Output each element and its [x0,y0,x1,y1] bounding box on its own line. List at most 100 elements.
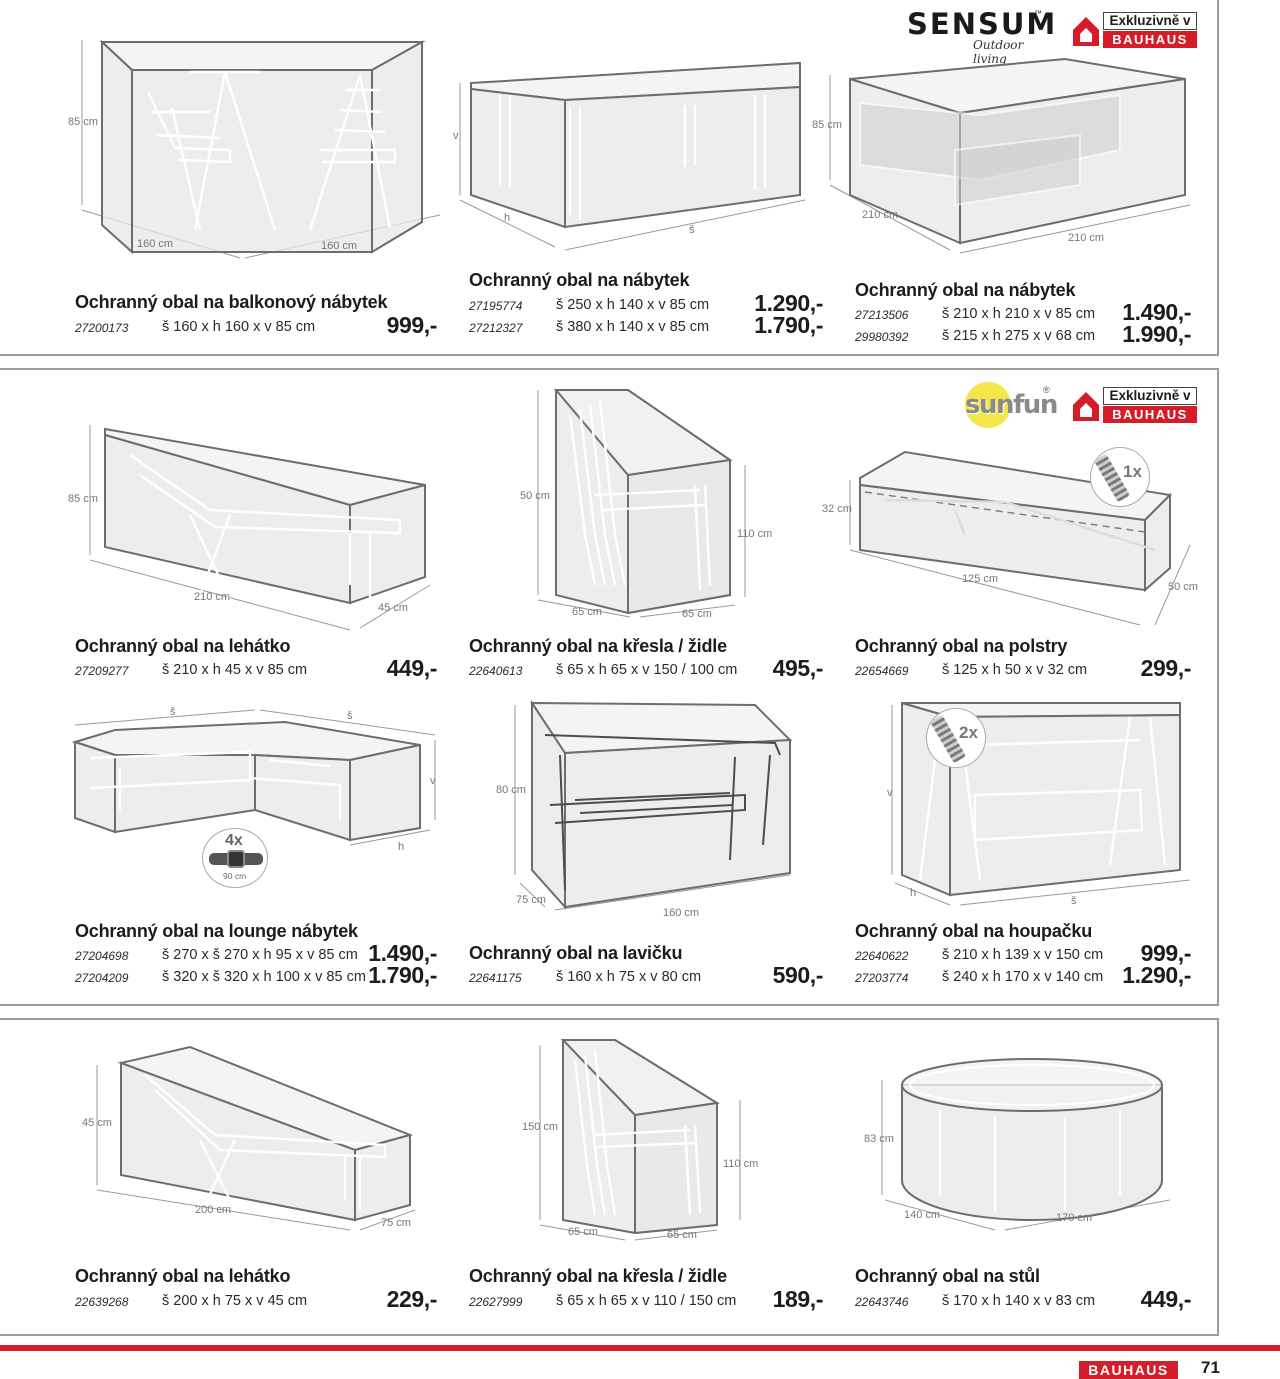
product-price: 590,- [772,962,824,988]
product-variant: 22640622 š 210 x h 139 x v 150 cm 999,- [855,940,1191,968]
dimension-label: 50 cm [1168,581,1198,593]
product-price: 1.490,- [1122,299,1191,325]
sensum-trademark: ™ [1034,9,1042,18]
dimension-label: 85 cm [68,116,98,128]
product-size: š 210 x h 45 x v 85 cm [162,662,308,678]
product-size: š 125 x h 50 x v 32 cm [942,662,1088,678]
lounger-cover-illustration [96,1045,416,1231]
bench-cover-illustration [514,699,793,911]
product-code: 27204698 [75,949,129,963]
product-size: š 65 x h 65 x v 150 / 100 cm [556,662,738,678]
product-code: 27209277 [75,664,129,678]
product-code: 22641175 [469,971,522,985]
dimension-label: 110 cm [737,528,773,540]
product-price: 999,- [1140,940,1192,966]
dimension-label: 160 cm [663,907,700,919]
product-price: 1.790,- [754,312,823,338]
product-code: 22639268 [75,1295,129,1309]
dimension-label: 210 cm [194,591,231,603]
product-price: 229,- [386,1286,438,1312]
bauhaus-house-icon [1073,392,1099,421]
product-variant: 27203774 š 240 x h 170 x v 140 cm 1.290,… [855,962,1191,990]
dimension-label: 150 cm [522,1121,559,1133]
product-title: Ochranný obal na křesla / židle [469,1266,727,1286]
zipper-count: 2x [959,723,978,742]
dimension-label: v [887,787,893,799]
exclusive-label: Exkluzivně v [1103,12,1197,30]
zipper-badge: 1x [1090,447,1150,507]
product-code: 27212327 [469,321,523,335]
dimension-label: 75 cm [516,894,546,906]
dimension-label: 65 cm [568,1226,598,1238]
product-code: 27203774 [855,971,909,985]
dimension-label: š [689,224,695,236]
product-title: Ochranný obal na lehátko [75,1266,291,1286]
product-price: 1.990,- [1122,321,1191,347]
product-price: 999,- [386,312,438,338]
product-variant: 22640613 š 65 x h 65 x v 150 / 100 cm 49… [469,655,823,683]
sunfun-wordmark: sunfun [965,390,1058,420]
product-title: Ochranný obal na stůl [855,1266,1040,1286]
dimension-label: v [453,130,459,142]
sofa-set-cover-illustration [829,57,1191,254]
lounger-cover-illustration [89,425,431,631]
straps-badge: 4x 90 cm [202,828,268,888]
product-code: 22643746 [855,1295,909,1309]
product-title: Ochranný obal na houpačku [855,921,1093,941]
product-variant: 27200173 š 160 x h 160 x v 85 cm 999,- [75,312,437,340]
dimension-label: h [398,841,405,853]
dimension-label: 85 cm [68,493,98,505]
dimension-label: 65 cm [572,606,602,618]
product-title: Ochranný obal na lavičku [469,943,683,963]
product-title: Ochranný obal na lounge nábytek [75,921,358,941]
product-code: 22640622 [855,949,909,963]
product-title: Ochranný obal na nábytek [469,270,690,290]
dimension-label: 32 cm [822,503,852,515]
product-title: Ochranný obal na křesla / židle [469,636,727,656]
dimension-label: h [910,887,917,899]
product-variant: 27204698 š 270 x š 270 x h 95 x v 85 cm … [75,940,437,968]
dimension-label: 65 cm [667,1229,697,1241]
product-code: 29980392 [855,330,909,344]
table-cover-illustration [459,61,806,251]
dimension-label: š [170,706,176,718]
product-variant: 27195774 š 250 x h 140 x v 85 cm 1.290,- [469,290,823,318]
product-price: 1.490,- [368,940,437,966]
product-code: 22654669 [855,664,909,678]
dimension-label: 140 cm [904,1209,941,1221]
product-variant: 27213506 š 210 x h 210 x v 85 cm 1.490,- [855,299,1191,327]
exclusive-brand: BAUHAUS [1103,31,1197,48]
product-variant: 27212327 š 380 x h 140 x v 85 cm 1.790,- [469,312,823,340]
product-size: š 170 x h 140 x v 83 cm [942,1293,1096,1309]
product-size: š 210 x h 139 x v 150 cm [942,947,1104,963]
product-size: š 250 x h 140 x v 85 cm [556,297,710,313]
product-code: 22640613 [469,664,523,678]
dimension-label: 170 cm [1056,1212,1093,1224]
dimension-label: 160 cm [321,240,358,252]
dimension-label: 110 cm [723,1158,759,1170]
dimension-label: 83 cm [864,1133,894,1145]
dimension-label: 75 cm [381,1217,411,1229]
product-variant: 22627999 š 65 x h 65 x v 110 / 150 cm 18… [469,1286,823,1314]
product-code: 22627999 [469,1295,523,1309]
product-size: š 240 x h 170 x v 140 cm [942,969,1104,985]
product-size: š 320 x š 320 x h 100 x v 85 cm [162,969,366,985]
exclusive-badge: Exkluzivně v BAUHAUS [1071,387,1199,425]
product-price: 495,- [772,655,824,681]
zipper-count: 1x [1123,462,1142,481]
product-price: 299,- [1140,655,1192,681]
product-price: 449,- [1140,1286,1192,1312]
exclusive-label: Exkluzivně v [1103,387,1197,405]
product-code: 27213506 [855,308,909,322]
product-price: 449,- [386,655,438,681]
product-price: 1.290,- [754,290,823,316]
product-size: š 270 x š 270 x h 95 x v 85 cm [162,947,358,963]
product-variant: 27204209 š 320 x š 320 x h 100 x v 85 cm… [75,962,437,990]
product-code: 27204209 [75,971,129,985]
lounge-cover-illustration [71,709,436,846]
cushions-cover-illustration [849,450,1191,626]
dimension-label: v [430,775,436,787]
dimension-label: 85 cm [812,119,842,131]
product-code: 27200173 [75,321,129,335]
chairs-cover-illustration [539,1039,741,1241]
